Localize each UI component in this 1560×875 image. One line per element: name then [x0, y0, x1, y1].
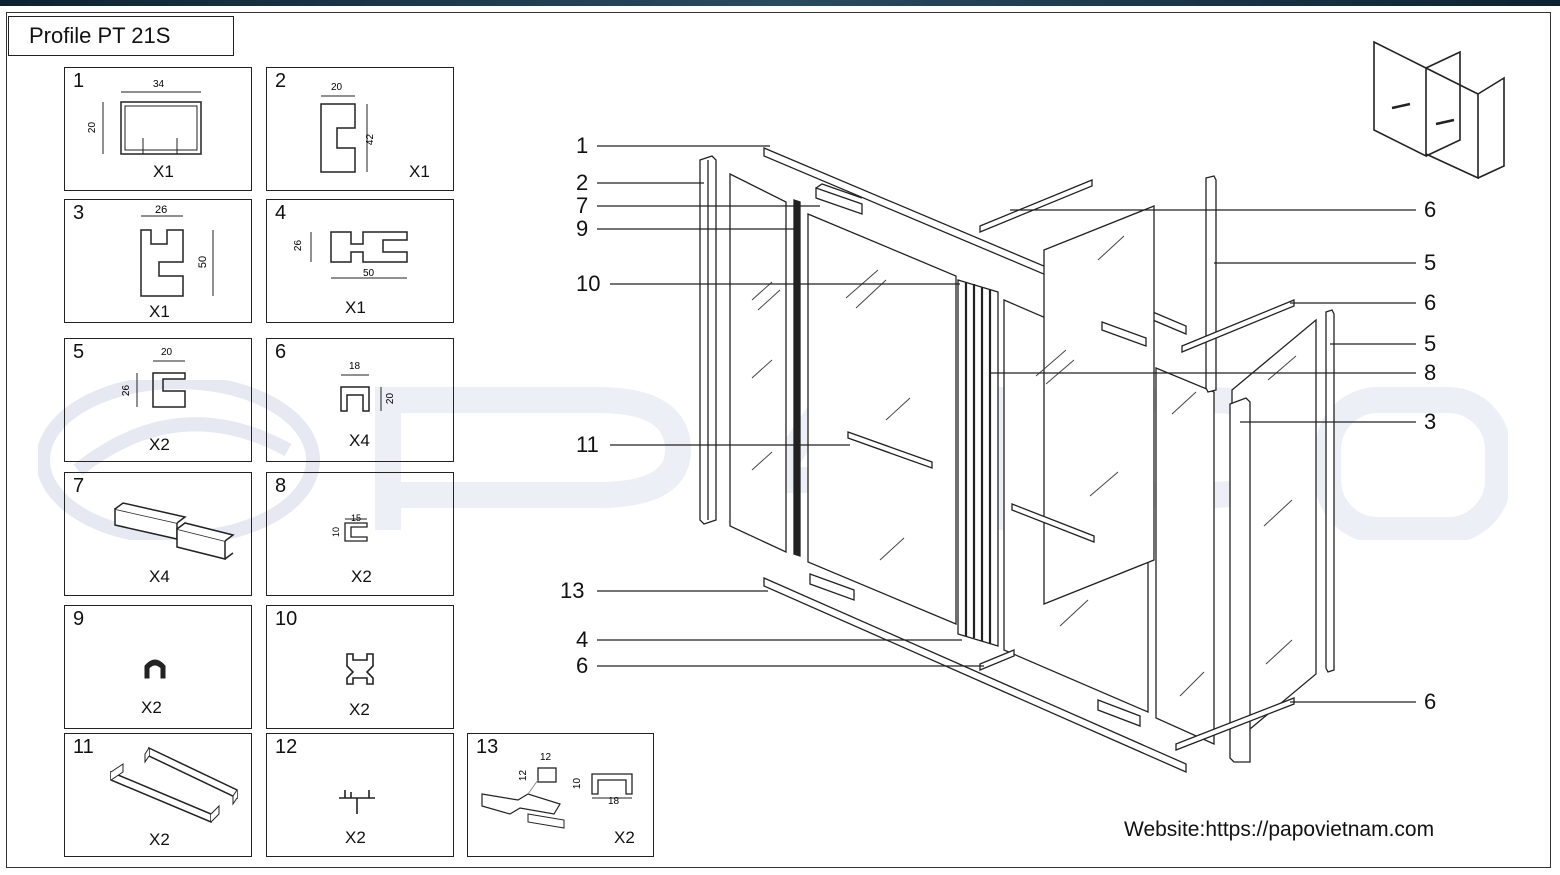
- callout-label: 13: [560, 578, 585, 603]
- part-number: 11: [73, 736, 94, 758]
- part-quantity: X2: [349, 700, 370, 719]
- drawing-frame: [6, 12, 1551, 868]
- overview-thumbnail-icon: [1373, 40, 1505, 180]
- callout-label: 6: [1424, 197, 1437, 222]
- part-quantity: X2: [345, 828, 366, 847]
- part-quantity: X1: [345, 298, 366, 317]
- part-quantity: X2: [614, 828, 635, 847]
- dim-label: 20: [331, 82, 343, 93]
- part-profile-3-icon: [140, 215, 214, 297]
- glass-clamp-icon: [114, 502, 235, 560]
- part-quantity: X1: [149, 302, 170, 321]
- dim-label: 15: [351, 513, 362, 523]
- callout-label: 10: [576, 271, 601, 296]
- part-number: 13: [476, 736, 499, 758]
- part-number: 6: [275, 341, 287, 363]
- callout-label: 5: [1424, 250, 1437, 275]
- part-cell-10: 10 X2: [266, 605, 454, 729]
- part-quantity: X2: [351, 567, 372, 586]
- part-cell-13: 13 12 12 10 18 X2: [467, 733, 654, 857]
- callout-label: 2: [576, 170, 589, 195]
- part-number: 2: [275, 70, 287, 92]
- dim-label: 34: [153, 79, 165, 90]
- part-profile-6-icon: [340, 374, 382, 412]
- towel-bar-icon: [110, 746, 238, 824]
- part-profile-1-icon: [102, 91, 202, 155]
- part-number: 3: [73, 202, 85, 224]
- part-quantity: X1: [153, 162, 174, 181]
- part-profile-2-icon: [320, 95, 368, 173]
- part-number: 8: [275, 475, 287, 497]
- part-quantity: X2: [149, 435, 170, 454]
- part-cell-2: 2 20 42 X1: [266, 67, 454, 191]
- part-quantity: X2: [149, 830, 170, 849]
- part-quantity: X4: [349, 431, 370, 450]
- callout-label: 5: [1424, 331, 1437, 356]
- part-profile-10-icon: [346, 653, 374, 685]
- part-quantity: X1: [409, 162, 430, 181]
- callout-label: 6: [576, 653, 589, 678]
- part-number: 9: [73, 608, 85, 630]
- dim-label: 26: [155, 204, 168, 216]
- part-cell-7: 7 X4: [64, 472, 252, 596]
- callout-label: 6: [1424, 689, 1437, 714]
- part-cell-5: 5 20 26 X2: [64, 338, 252, 462]
- part-number: 4: [275, 202, 287, 224]
- part-quantity: X4: [149, 567, 170, 586]
- part-profile-12-icon: [339, 790, 375, 814]
- dim-label: 18: [349, 361, 361, 372]
- part-quantity: X2: [141, 698, 162, 717]
- callout-label: 8: [1424, 360, 1437, 385]
- bottom-seal-assembly-icon: [481, 767, 633, 829]
- part-number: 7: [73, 475, 85, 497]
- part-number: 5: [73, 341, 85, 363]
- dim-label: 18: [608, 796, 620, 807]
- part-profile-4-icon: [310, 231, 408, 279]
- part-cell-3: 3 26 50 X1: [64, 199, 252, 323]
- part-cell-8: 8 15 10 X2: [266, 472, 454, 596]
- top-bar: [0, 0, 1560, 6]
- part-cell-9: 9 X2: [64, 605, 252, 729]
- callout-label: 4: [576, 627, 589, 652]
- part-cell-11: 11 X2: [64, 733, 252, 857]
- callout-label: 11: [576, 432, 599, 457]
- part-number: 10: [275, 608, 298, 630]
- dim-label: 50: [363, 268, 375, 279]
- part-cell-1: 1 34 20 X1: [64, 67, 252, 191]
- part-profile-8-icon: [344, 518, 368, 542]
- drawing-title: Profile PT 21S: [8, 16, 234, 56]
- website-text: Website:https://papovietnam.com: [1124, 818, 1435, 841]
- part-number: 12: [275, 736, 298, 758]
- part-cell-4: 4 26 50 X1: [266, 199, 454, 323]
- callout-label: 6: [1424, 290, 1437, 315]
- part-profile-9-icon: [144, 659, 166, 679]
- callout-label: 9: [576, 216, 589, 241]
- part-number: 1: [73, 70, 85, 92]
- dim-label: 20: [161, 347, 173, 358]
- part-profile-5-icon: [136, 360, 186, 408]
- callout-label: 7: [576, 193, 589, 218]
- dim-label: 12: [540, 752, 552, 763]
- callout-label: 3: [1424, 409, 1437, 434]
- part-cell-6: 6 18 20 X4: [266, 338, 454, 462]
- callout-label: 1: [576, 133, 589, 158]
- part-cell-12: 12 X2: [266, 733, 454, 857]
